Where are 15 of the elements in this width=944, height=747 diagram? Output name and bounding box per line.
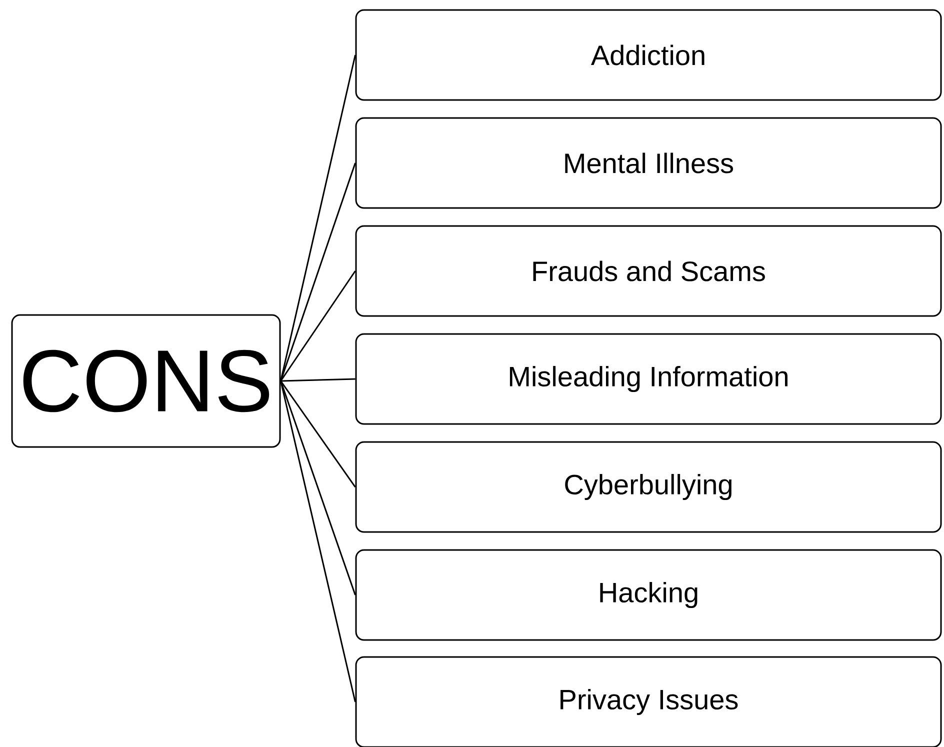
item-box: Mental Illness bbox=[355, 117, 942, 209]
item-box: Addiction bbox=[355, 9, 942, 101]
connector-line bbox=[280, 380, 356, 596]
item-box: Frauds and Scams bbox=[355, 225, 942, 317]
connector-line bbox=[280, 378, 356, 382]
connector-line bbox=[280, 270, 356, 382]
connector-line bbox=[280, 54, 356, 382]
item-box: Cyberbullying bbox=[355, 441, 942, 533]
item-box: Privacy Issues bbox=[355, 656, 942, 747]
connector-line bbox=[280, 162, 356, 382]
topic-box: CONS bbox=[11, 314, 281, 448]
connector-line bbox=[280, 380, 356, 488]
connector-line bbox=[280, 380, 356, 702]
item-box: Misleading Information bbox=[355, 333, 942, 425]
item-box: Hacking bbox=[355, 549, 942, 641]
